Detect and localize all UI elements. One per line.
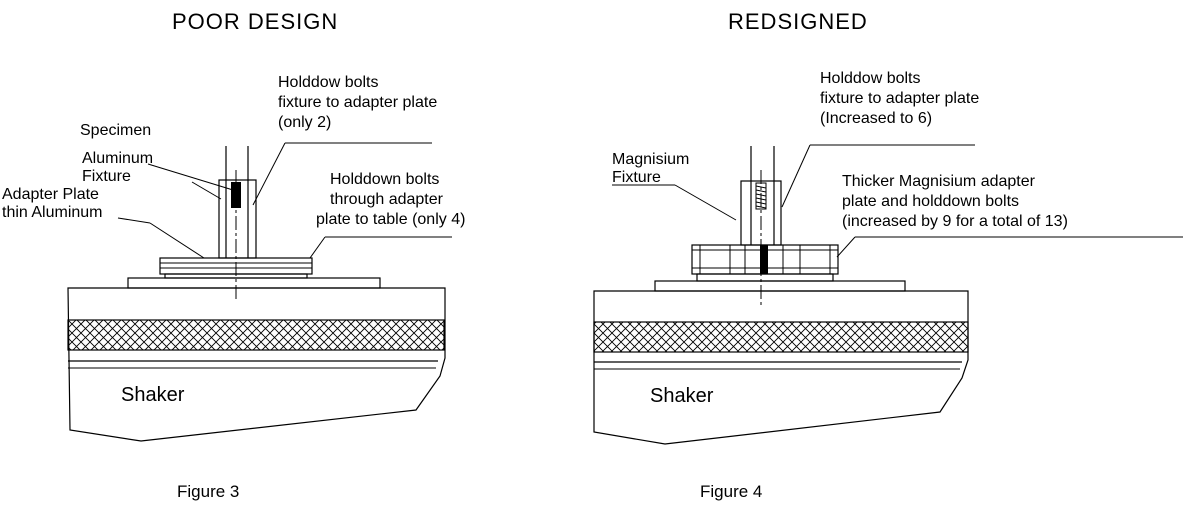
magnisium-fixture-label-1: Magnisium (612, 151, 689, 168)
fixture-right (740, 146, 782, 305)
figure-3-caption: Figure 3 (177, 482, 239, 501)
poor-design-heading: POOR DESIGN (172, 9, 338, 34)
specimen-label: Specimen (80, 122, 151, 139)
shaker-hatched-band-right (593, 321, 969, 353)
adapter-label-1-right: Thicker Magnisium adapter (842, 173, 1036, 190)
shaker-label-left: Shaker (121, 384, 185, 406)
adapter-plate-right (691, 244, 839, 282)
top-bolts-label-1-right: Holddow bolts (820, 70, 921, 87)
shaker-table-left (127, 277, 381, 289)
side-bolts-label-3: plate to table (only 4) (316, 211, 465, 228)
shaker-body-right: Shaker (593, 290, 969, 445)
top-bolts-label-2-left: fixture to adapter plate (278, 94, 437, 111)
side-bolts-label-2: through adapter (330, 191, 444, 208)
shaker-label-right: Shaker (650, 385, 714, 407)
redesigned-panel: REDSIGNED Shaker (593, 9, 1183, 501)
side-bolts-label-1: Holddown bolts (330, 171, 439, 188)
aluminum-fixture-label-1: Aluminum (82, 150, 153, 167)
top-bolts-label-2-right: fixture to adapter plate (820, 90, 979, 107)
adapter-plate-label-1: Adapter Plate (2, 186, 99, 203)
leader-lines-left (117, 142, 452, 259)
shaker-table-right (654, 280, 906, 292)
magnisium-fixture-label-2: Fixture (612, 169, 661, 186)
center-bolt-right (760, 245, 768, 274)
poor-design-panel: POOR DESIGN Shaker (2, 9, 465, 501)
adapter-plate-label-2: thin Aluminum (2, 204, 103, 221)
redesigned-heading: REDSIGNED (728, 9, 868, 34)
figure-4-caption: Figure 4 (700, 482, 762, 501)
shaker-body-left: Shaker (67, 287, 446, 442)
top-bolts-label-1-left: Holddow bolts (278, 74, 379, 91)
top-bolts-label-3-left: (only 2) (278, 114, 331, 131)
adapter-label-3-right: (increased by 9 for a total of 13) (842, 213, 1068, 230)
shaker-hatched-band-left (67, 319, 445, 351)
top-bolts-label-3-right: (Increased to 6) (820, 110, 932, 127)
fixture-left (218, 146, 257, 302)
adapter-label-2-right: plate and holddown bolts (842, 193, 1019, 210)
aluminum-fixture-label-2: Fixture (82, 168, 131, 185)
leader-lines-right (612, 144, 1183, 258)
